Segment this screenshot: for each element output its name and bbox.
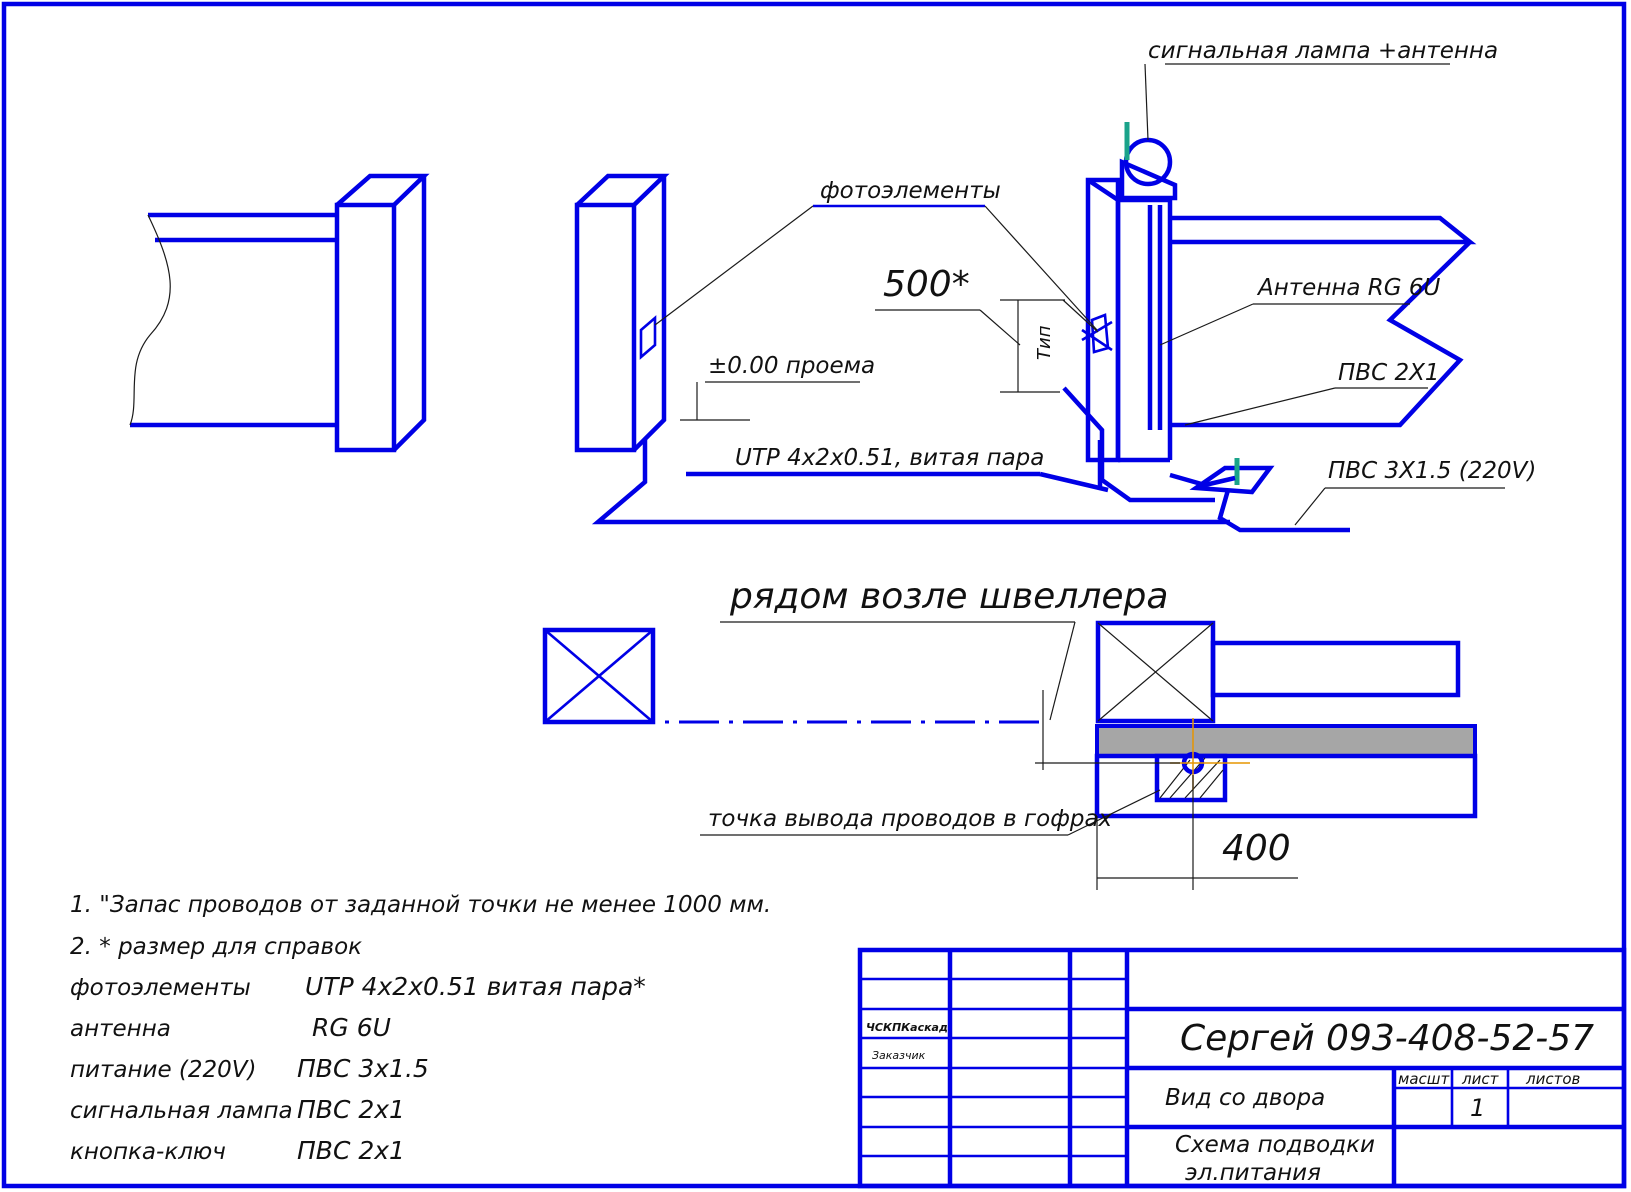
label-utp: UTP 4x2x0.51, витая пара [735, 445, 1044, 471]
spec-list: фотоэлементы UTP 4x2x0.51 витая пара* ан… [70, 972, 646, 1165]
spec-value: ПВС 2х1 [297, 1136, 405, 1165]
spec-name: фотоэлементы [70, 975, 251, 1001]
tb-view: Вид со двора [1165, 1085, 1325, 1111]
spec-name: питание (220V) [70, 1057, 257, 1083]
tb-company: ЧСКПКаскад [866, 1021, 948, 1034]
spec-name: кнопка-ключ [70, 1139, 226, 1165]
plan-view [542, 620, 1478, 890]
label-near-channel: рядом возле швеллера [729, 576, 1168, 617]
spec-value: RG 6U [312, 1013, 391, 1042]
spec-name: сигнальная лампа [70, 1098, 293, 1124]
label-outlet: точка вывода проводов в гофрах [708, 806, 1113, 832]
signal-lamp-icon [1123, 137, 1173, 187]
label-dim400: 400 [1222, 828, 1291, 869]
spec-name: антенна [70, 1016, 171, 1042]
note-1: 1. "Запас проводов от заданной точки не … [70, 892, 771, 918]
label-dim500: 500* [883, 264, 970, 305]
label-pvs3x15: ПВС 3Х1.5 (220V) [1328, 458, 1536, 484]
tb-scheme-1: Схема подводки [1175, 1132, 1375, 1158]
utp-cable-route [591, 440, 1230, 525]
label-photo: фотоэлементы [820, 178, 1001, 204]
note-2: 2. * размер для справок [70, 934, 362, 960]
label-zero: ±0.00 проема [708, 353, 875, 379]
spec-value: ПВС 3х1.5 [297, 1054, 429, 1083]
tb-contact: Сергей 093-408-52-57 [1180, 1018, 1594, 1059]
spec-value: ПВС 2х1 [297, 1095, 405, 1124]
tb-customer: Заказчик [872, 1049, 926, 1062]
tb-scheme-2: эл.питания [1185, 1160, 1321, 1186]
title-block [857, 947, 1627, 1189]
left-post-beam [129, 173, 430, 453]
leader-lines [654, 63, 1505, 526]
label-antenna-rg: Антенна RG 6U [1256, 275, 1441, 301]
tb-list: лист [1461, 1070, 1500, 1088]
middle-post [574, 173, 670, 453]
tb-sheet-no: 1 [1470, 1094, 1485, 1122]
tb-listov: листов [1525, 1070, 1580, 1088]
label-typ: Тип [1034, 325, 1055, 360]
label-pvs2x1: ПВС 2Х1 [1338, 360, 1439, 386]
spec-value: UTP 4x2x0.51 витая пара* [305, 972, 646, 1001]
label-signal-lamp: сигнальная лампа +антенна [1148, 38, 1498, 64]
tb-masht: масшт [1398, 1070, 1450, 1088]
